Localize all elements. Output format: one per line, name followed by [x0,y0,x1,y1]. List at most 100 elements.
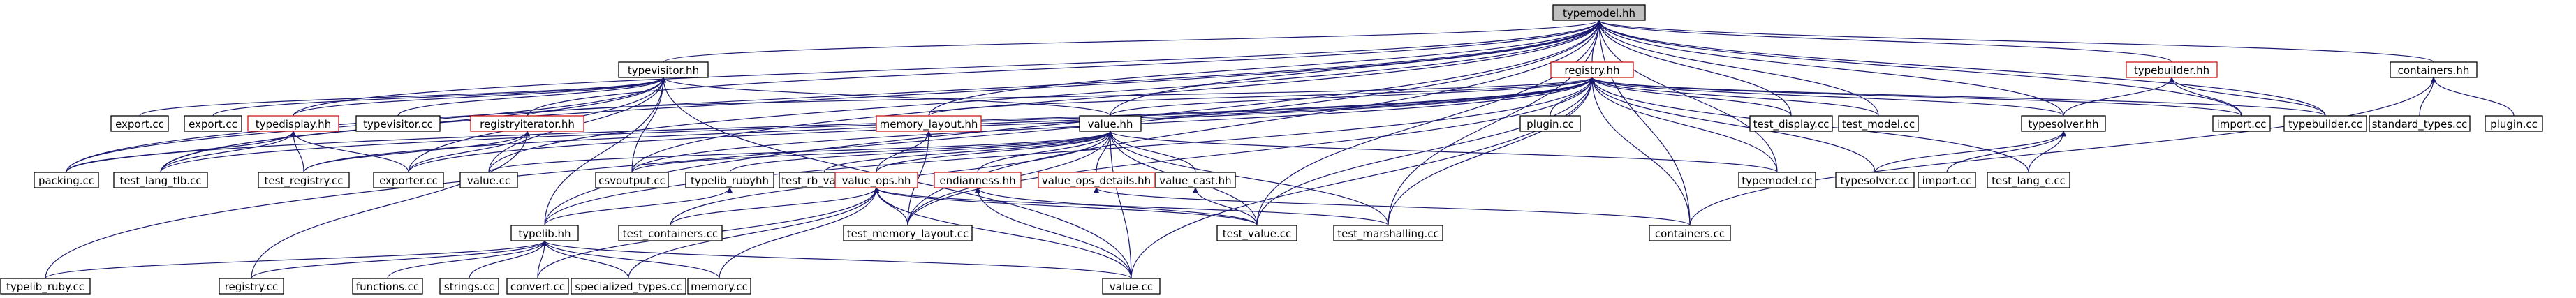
edge-test_registry_cc-to-typedisplay_hh [290,131,304,173]
edge-value_cast_hh-to-value_hh [1107,131,1196,173]
node-value_ops_hh[interactable]: value_ops.hh [834,172,918,188]
edge-standard_types_cc-to-containers_hh [2419,77,2437,117]
node-packing_cc[interactable]: packing.cc [34,172,99,188]
edge-typebuilder_cc-to-typemodel_hh [1596,20,2326,117]
node-exporter_cc[interactable]: exporter.cc [373,172,444,188]
edge-containers_hh-to-typemodel_hh [1596,20,2434,63]
node-import_cc_1[interactable]: import.cc [2212,115,2271,132]
node-functions_cc[interactable]: functions.cc [352,278,423,295]
edge-typevisitor_cc-to-typevisitor_hh [397,77,667,117]
node-box [1519,115,1581,132]
node-registry_hh[interactable]: registry.hh [1550,61,1634,78]
node-test_lang_tlb_cc[interactable]: test_lang_tlb.cc [113,172,208,188]
node-typesolver_hh[interactable]: typesolver.hh [2021,115,2106,132]
node-label: typemodel.hh [1563,7,1635,20]
node-memory_layout_hh[interactable]: memory_layout.hh [876,115,982,132]
node-typemodel_cc[interactable]: typemodel.cc [1738,172,1816,188]
edge-test_display_cc-to-registry_hh [1589,77,1792,117]
node-strings_cc[interactable]: strings.cc [439,278,499,295]
node-containers_hh[interactable]: containers.hh [2390,61,2478,78]
node-registryiterator_hh[interactable]: registryiterator.hh [470,115,584,132]
edge-csvoutput_cc-to-typevisitor_hh [631,77,667,173]
node-containers_cc[interactable]: containers.cc [1649,225,1731,241]
node-label: import.cc [2217,118,2267,131]
edge-test_value_cc-to-value_cast_hh [1192,187,1258,226]
node-box [2390,61,2478,78]
node-box [1649,225,1731,241]
node-label: value.cc [467,174,510,187]
edge-typelib_hh-to-typevisitor_hh [544,77,667,226]
node-test_registry_cc[interactable]: test_registry.cc [258,172,350,188]
node-label: csvoutput.cc [598,174,665,187]
node-plugin_cc_1[interactable]: plugin.cc [1519,115,1581,132]
node-typesolver_cc[interactable]: typesolver.cc [1835,172,1915,188]
node-typelib_ruby_cc[interactable]: typelib_ruby.cc [0,278,91,295]
node-box [2126,61,2218,78]
node-typebuilder_hh[interactable]: typebuilder.hh [2126,61,2218,78]
edge-test_marshalling_cc-to-registry_hh [1388,77,1596,226]
node-typelib_rubyhh[interactable]: typelib_rubyhh [685,172,774,188]
node-value_cc_2[interactable]: value.cc [1102,278,1161,295]
node-standard_types_cc[interactable]: standard_types.cc [2369,115,2471,132]
node-box [506,278,569,295]
edge-test_lang_tlb_cc-to-typedisplay_hh [160,131,297,173]
node-endianness_hh[interactable]: endianness.hh [934,172,1022,188]
edge-functions_cc-to-typelib_hh [387,240,548,279]
node-typevisitor_cc[interactable]: typevisitor.cc [355,115,441,132]
edge-csvoutput_cc-to-typemodel_hh [631,20,1603,173]
edge-memory_cc-to-typelib_hh [541,240,720,279]
node-typebuilder_cc[interactable]: typebuilder.cc [2283,115,2367,132]
node-test_marshalling_cc[interactable]: test_marshalling.cc [1333,225,1443,241]
node-test_containers_cc[interactable]: test_containers.cc [618,225,723,241]
node-box [352,278,423,295]
node-typemodel_hh[interactable]: typemodel.hh [1552,4,1646,21]
node-label: import.cc [1922,174,1972,187]
node-value_ops_details_hh[interactable]: value_ops_details.hh [1038,172,1155,188]
node-label: packing.cc [38,174,94,187]
node-registry_cc[interactable]: registry.cc [219,278,284,295]
node-box [355,115,441,132]
node-export_cc_1[interactable]: export.cc [110,115,169,132]
node-csvoutput_cc[interactable]: csvoutput.cc [595,172,669,188]
node-label: test_memory_layout.cc [847,228,969,241]
node-typelib_hh[interactable]: typelib.hh [510,225,579,241]
node-export_cc_2[interactable]: export.cc [184,115,242,132]
node-specialized_types_cc[interactable]: specialized_types.cc [571,278,686,295]
node-box [1738,172,1816,188]
node-value_hh[interactable]: value.hh [1079,115,1142,132]
node-label: test_model.cc [1842,118,1915,131]
node-box [1835,172,1915,188]
edge-value_hh-to-typemodel_hh [1110,20,1603,117]
edge-value_cc_2-to-endianness_hh [974,187,1132,279]
node-label: test_containers.cc [623,228,718,241]
node-label: typesolver.cc [1841,174,1910,187]
node-value_cc_1[interactable]: value.cc [459,172,518,188]
node-import_cc_2[interactable]: import.cc [1918,172,1976,188]
edge-containers_cc-to-registry_hh [1589,77,1691,226]
edge-test_marshalling_cc-to-typemodel_hh [1388,20,1603,226]
node-convert_cc[interactable]: convert.cc [506,278,569,295]
node-test_lang_c_cc[interactable]: test_lang_c.cc [1987,172,2070,188]
edge-registryiterator_hh-to-registry_hh [527,77,1595,117]
node-box [110,115,169,132]
node-label: endianness.hh [939,174,1015,187]
node-box [618,225,723,241]
edge-test_value_cc-to-typemodel_hh [1256,20,1603,226]
edge-memory_layout_hh-to-typemodel_hh [928,20,1603,117]
node-test_memory_layout_cc[interactable]: test_memory_layout.cc [843,225,973,241]
node-box [2021,115,2106,132]
node-value_cast_hh[interactable]: value_cast.hh [1155,172,1236,188]
node-plugin_cc_2[interactable]: plugin.cc [2485,115,2543,132]
node-label: typedisplay.hh [256,118,331,131]
node-test_display_cc[interactable]: test_display.cc [1749,115,1833,132]
node-test_model_cc[interactable]: test_model.cc [1838,115,1919,132]
edge-containers_cc-to-containers_hh [1689,77,2437,226]
node-box [1216,225,1297,241]
node-test_value_cc[interactable]: test_value.cc [1216,225,1297,241]
node-typedisplay_hh[interactable]: typedisplay.hh [247,115,339,132]
node-box [687,278,751,295]
edge-import_cc_1-to-registry_hh [1589,77,2242,117]
node-memory_cc[interactable]: memory.cc [687,278,751,295]
node-box [934,172,1022,188]
node-typevisitor_hh[interactable]: typevisitor.hh [618,61,709,78]
